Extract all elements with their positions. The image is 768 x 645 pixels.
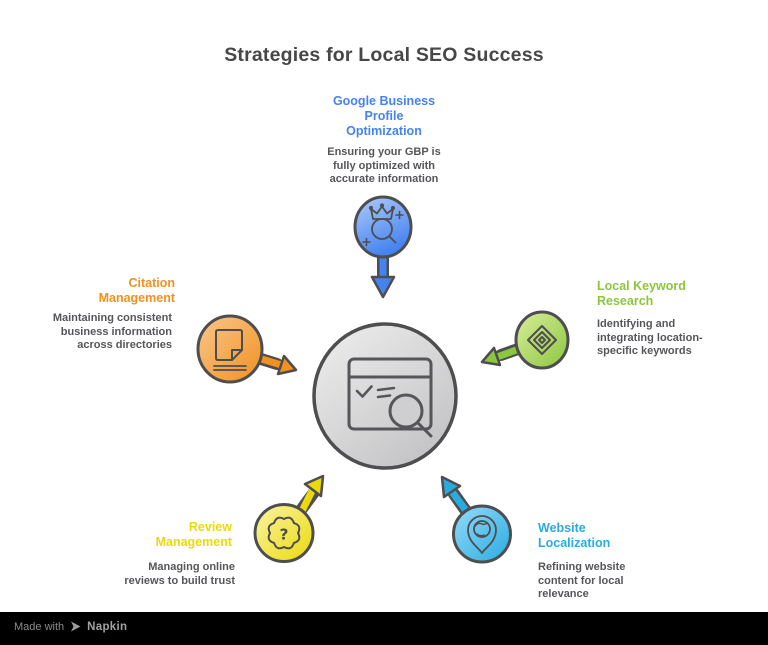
citation-label: Citation Management <box>98 276 175 305</box>
review-label: Review Management <box>155 520 232 549</box>
review-description: Managing online reviews to build trust <box>124 561 235 587</box>
citation-arrow <box>255 353 298 376</box>
nested-diamonds-icon <box>527 325 557 355</box>
citation-description: Maintaining consistent business informat… <box>52 312 172 351</box>
keyword-description: Identifying and integrating location- sp… <box>597 318 703 357</box>
question-badge-icon: ? <box>267 516 301 550</box>
svg-text:?: ? <box>280 526 289 544</box>
website-node-circle <box>452 504 512 564</box>
page-title: Strategies for Local SEO Success <box>224 44 544 66</box>
citation-node-circle <box>196 314 264 384</box>
center-hub-circle <box>312 322 458 470</box>
pen-nib-icon <box>71 621 81 632</box>
gbp-description: Ensuring your GBP is fully optimized wit… <box>327 146 441 185</box>
website-label: Website Localization <box>538 521 611 550</box>
made-with-napkin-badge[interactable]: Made with Napkin <box>14 620 127 633</box>
keyword-arrow <box>480 343 524 367</box>
crown-search-icon <box>362 203 404 247</box>
brand-text: Napkin <box>87 620 128 633</box>
gbp-arrow <box>370 248 396 299</box>
review-arrow <box>295 474 325 516</box>
gbp-label: Google Business Profile Optimization <box>332 94 436 138</box>
keyword-node-circle <box>514 310 570 370</box>
keyword-label: Local Keyword Research <box>597 279 686 308</box>
made-with-text: Made with <box>14 620 65 633</box>
footer-band: Made with Napkin <box>0 612 768 645</box>
globe-pin-icon <box>467 515 497 554</box>
gbp-node-circle <box>353 195 413 259</box>
document-icon <box>213 329 247 371</box>
review-node-circle: ? <box>253 503 315 563</box>
browser-search-icon <box>347 357 433 438</box>
website-arrow <box>440 475 472 517</box>
website-description: Refining website content for local relev… <box>538 561 626 600</box>
